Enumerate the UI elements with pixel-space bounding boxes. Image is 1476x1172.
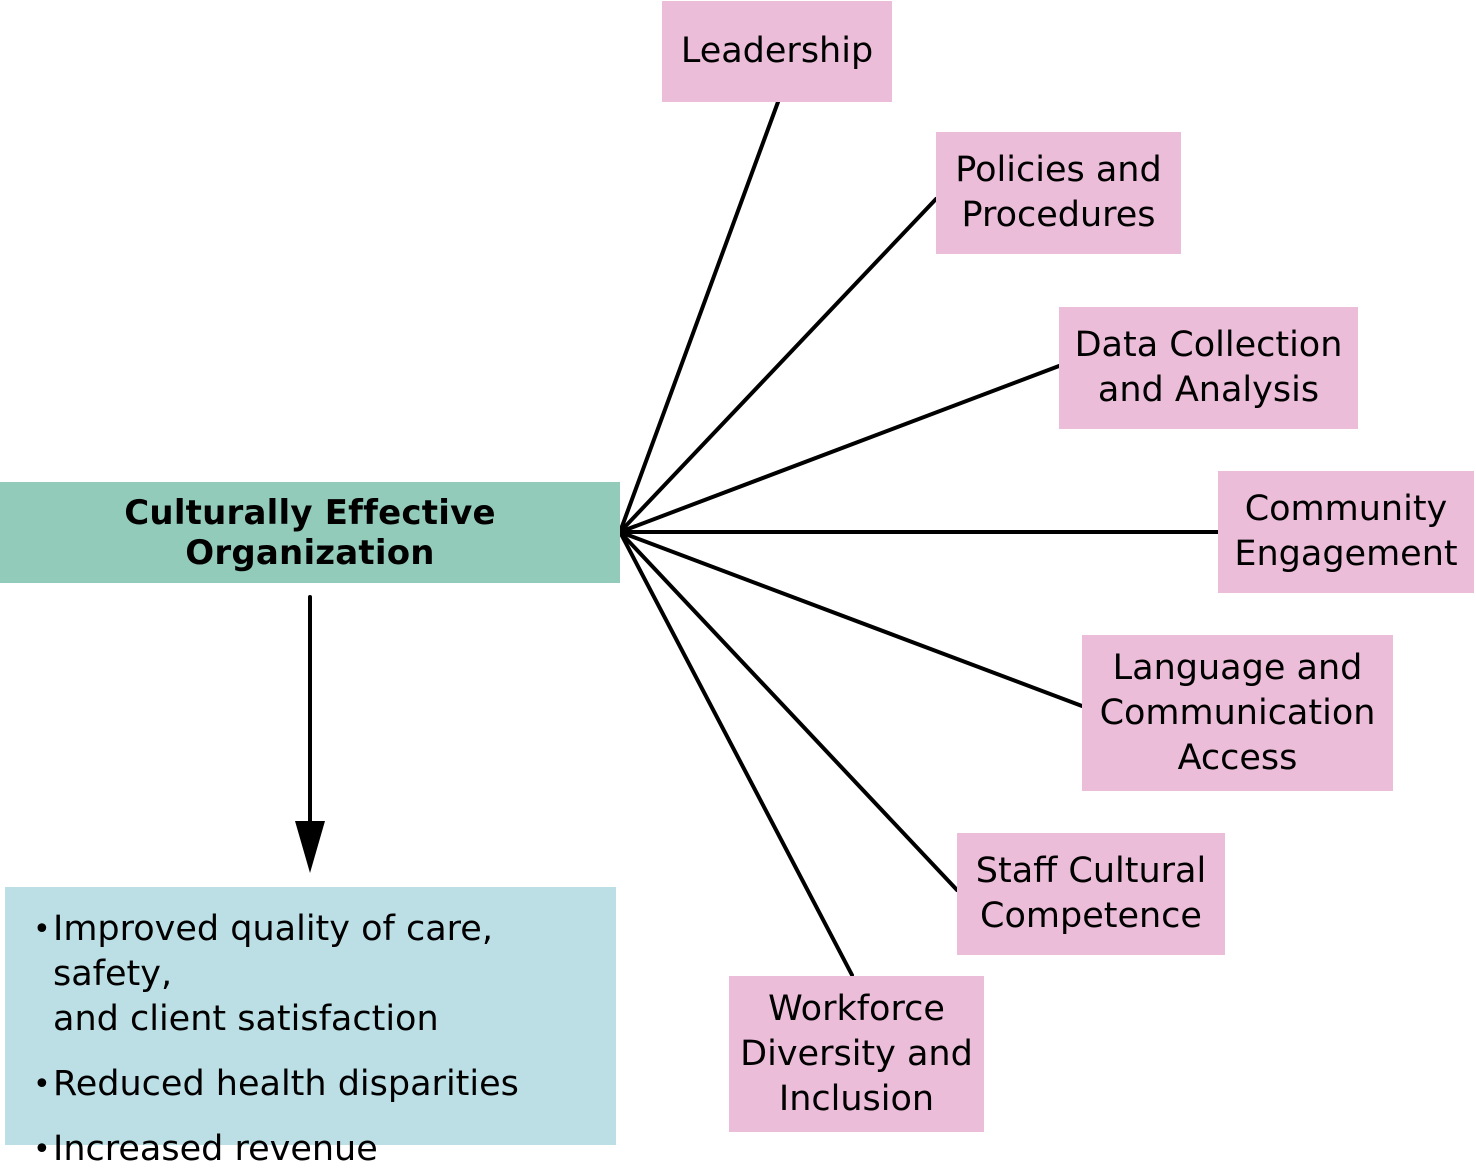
- outcome-item: Reduced health disparities: [33, 1062, 616, 1107]
- connector-policies: [618, 197, 938, 534]
- factor-workforce-diversity: Workforce Diversity and Inclusion: [729, 976, 984, 1132]
- central-node: Culturally Effective Organization: [0, 482, 620, 583]
- factor-label: Leadership: [680, 31, 874, 71]
- outcomes-box: Improved quality of care, safety, and cl…: [5, 887, 616, 1172]
- central-node-label: Culturally Effective Organization: [124, 492, 496, 573]
- outcome-item: Improved quality of care, safety, and cl…: [33, 907, 616, 1042]
- factor-label: Policies and Procedures: [955, 150, 1162, 235]
- factor-policies-procedures: Policies and Procedures: [936, 132, 1181, 254]
- factor-label: Community Engagement: [1234, 489, 1458, 574]
- outcomes-list: Improved quality of care, safety, and cl…: [33, 907, 616, 1172]
- factor-label: Language and Communication Access: [1099, 647, 1376, 778]
- factor-community-engagement: Community Engagement: [1218, 471, 1474, 593]
- factor-label: Staff Cultural Competence: [975, 851, 1207, 936]
- connector-lines: [295, 100, 1220, 977]
- factor-label: Data Collection and Analysis: [1074, 325, 1343, 410]
- factor-language-communication: Language and Communication Access: [1082, 635, 1393, 791]
- connector-language: [618, 530, 1084, 708]
- connector-data-collection: [618, 364, 1061, 534]
- outcome-item: Increased revenue: [33, 1127, 616, 1172]
- outcome-arrow-head: [295, 821, 325, 873]
- factor-leadership: Leadership: [662, 1, 892, 102]
- connector-staff: [618, 530, 959, 892]
- factor-data-collection: Data Collection and Analysis: [1059, 307, 1358, 429]
- factor-staff-competence: Staff Cultural Competence: [957, 833, 1225, 955]
- connector-leadership: [618, 100, 780, 534]
- connector-workforce: [618, 530, 854, 977]
- factor-label: Workforce Diversity and Inclusion: [740, 988, 973, 1119]
